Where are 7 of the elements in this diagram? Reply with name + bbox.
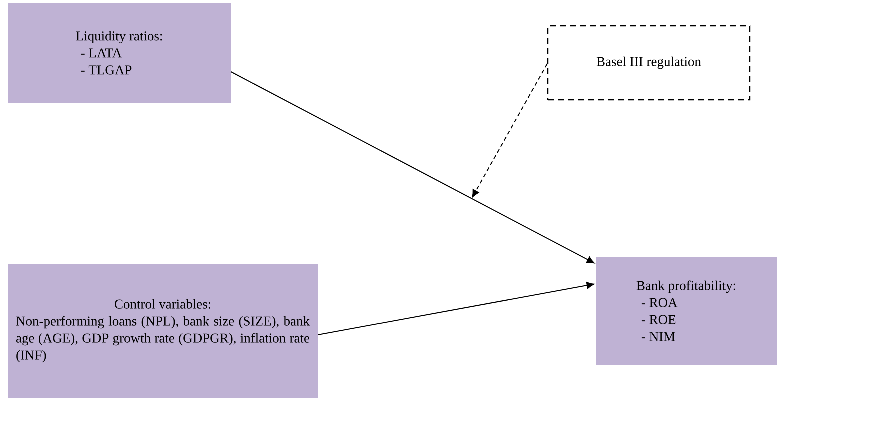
arrow	[472, 64, 548, 198]
dashed-box: Basel III regulation	[547, 25, 751, 101]
arrow	[318, 282, 595, 336]
variable-box: Control variables: Non-performing loans (NPL), bank size (SIZE), bank age (AGE), GDP growth rate (GDPGR), inflation rate (INF)	[8, 264, 318, 398]
arrow	[230, 72, 595, 264]
variable-box: Bank profitability: - ROA - ROE - NIM	[596, 257, 777, 365]
variable-box: Liquidity ratios: - LATA - TLGAP	[8, 3, 231, 103]
